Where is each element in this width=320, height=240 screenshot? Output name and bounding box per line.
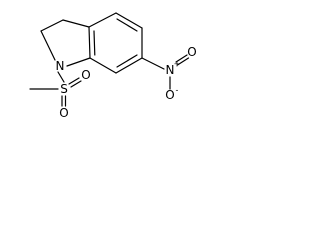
atom-label-o-nitro-double: O [187, 45, 196, 59]
bond-s-o-top-a [68, 77, 80, 85]
bond-c3a-c7a [88, 26, 91, 59]
charge-n-nitro: + [174, 60, 181, 69]
nitro-group [141, 54, 190, 90]
charge-o-nitro-single: - [176, 86, 179, 95]
bond-c4-c5 [115, 12, 143, 29]
bond-n1-c7a [66, 57, 91, 67]
bond-n1-s [57, 71, 65, 83]
bond-s-o-top-b [70, 80, 82, 88]
bond-nitro-n-o-double-b [176, 57, 190, 66]
bond-nitro-n-o-double-a [175, 54, 188, 63]
bond-c6-nitro-n [141, 57, 165, 70]
benzene-ring [88, 12, 143, 74]
atom-label-n-nitro: N [166, 63, 175, 77]
atom-label-o-sulfonyl-bottom: O [59, 106, 68, 120]
bond-c2-n1 [40, 30, 56, 61]
five-membered-ring [40, 19, 91, 67]
bond-c3-c3a [62, 19, 90, 28]
bond-c6-c7-inner [116, 54, 138, 68]
chemical-structure: N S O O N + O O - [29, 12, 197, 120]
bond-c3a-c4 [88, 12, 117, 28]
atom-label-o-nitro-single: O [165, 88, 174, 102]
bond-c2-c3 [40, 19, 64, 32]
atom-label-n1: N [56, 59, 65, 73]
atom-label-o-sulfonyl-top: O [81, 68, 90, 82]
atom-label-s: S [60, 82, 68, 96]
methanesulfonyl-group [29, 71, 82, 107]
bond-c4-c5-inner [116, 18, 138, 32]
bond-c7-c7a [89, 57, 117, 74]
bond-c6-c7 [115, 57, 143, 74]
bond-c3a-c7a-inner [93, 30, 96, 56]
